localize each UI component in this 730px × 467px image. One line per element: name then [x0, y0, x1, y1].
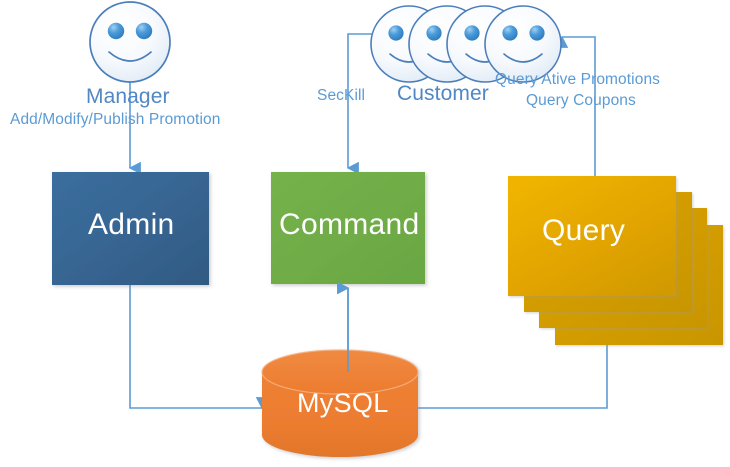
customer-smiley-face-group	[370, 5, 562, 83]
node-command[interactable]	[271, 172, 425, 284]
node-query-stack[interactable]	[508, 176, 723, 345]
admin-label: Admin	[88, 208, 175, 241]
customer-label: Customer	[397, 82, 489, 105]
command-label: Command	[279, 208, 420, 241]
node-admin[interactable]	[52, 172, 209, 285]
query-promotions-label: Query Ative Promotions	[495, 71, 661, 88]
query-label: Query	[542, 214, 626, 247]
query-card-1	[508, 176, 676, 296]
node-mysql[interactable]	[261, 349, 419, 457]
connector-query-to-customer	[555, 35, 596, 176]
manager-smiley-face-icon	[89, 1, 171, 83]
connector-admin-to-mysql	[129, 285, 269, 410]
query-coupons-label: Query Coupons	[526, 92, 636, 109]
manager-label: Manager	[86, 85, 170, 108]
customer-smiley-face-icon-4	[484, 5, 562, 83]
seckill-label: SecKill	[317, 87, 366, 104]
mysql-label: MySQL	[297, 388, 389, 418]
manager-flow-label: Add/Modify/Publish Promotion	[10, 111, 221, 128]
